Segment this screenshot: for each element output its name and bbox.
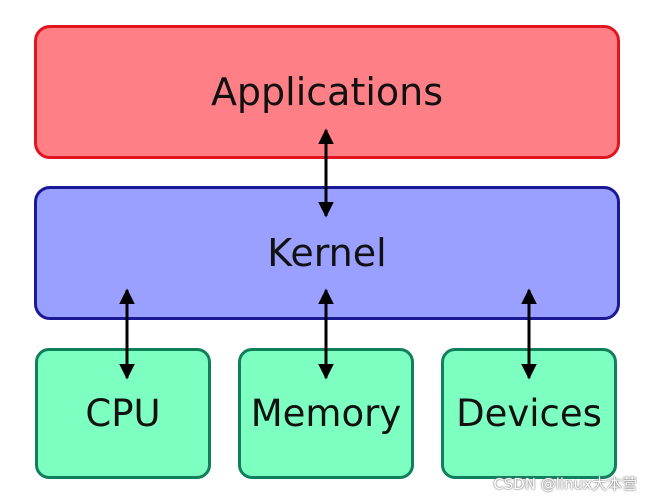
cpu-label: CPU (85, 392, 161, 435)
watermark: CSDN @linux大本营 (493, 475, 637, 493)
applications-label: Applications (210, 70, 444, 114)
devices-label: Devices (456, 392, 602, 435)
cpu-box: CPU (35, 348, 211, 479)
kernel-label: Kernel (267, 231, 387, 275)
memory-label: Memory (250, 392, 402, 435)
